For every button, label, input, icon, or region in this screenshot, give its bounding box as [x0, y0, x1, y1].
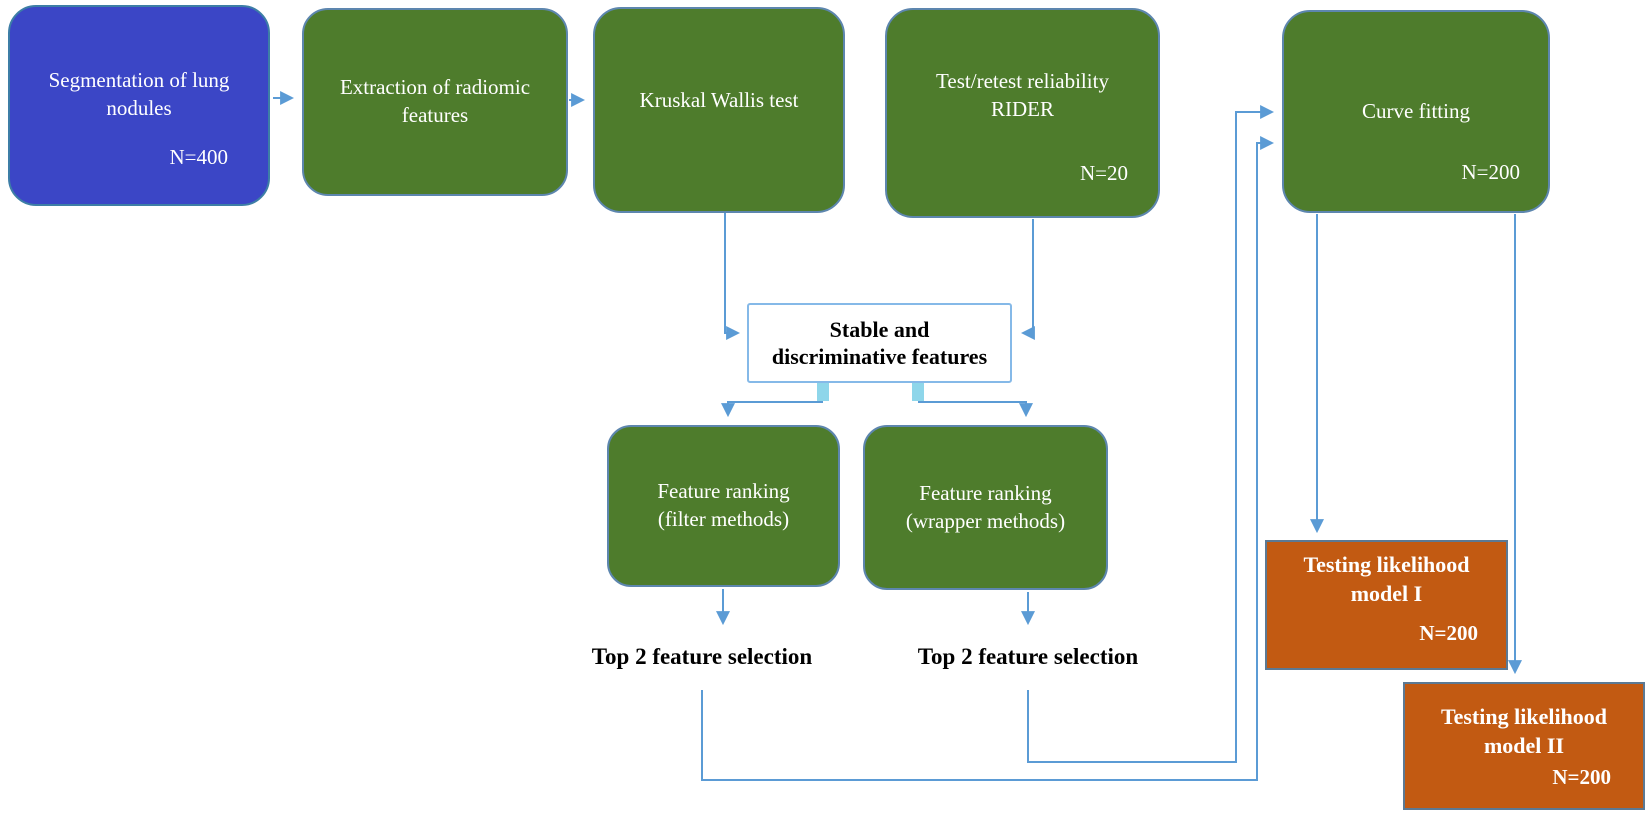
top2-selection-label-right: Top 2 feature selection — [917, 644, 1139, 669]
model1-label: Testing likelihood model I — [1303, 552, 1470, 607]
model1-n-value: N=200 — [1419, 621, 1478, 646]
extraction-label: Extraction of radiomic features — [339, 75, 531, 127]
filter-ranking-label: Feature ranking (filter methods) — [657, 479, 790, 531]
curve-fitting-n-value: N=200 — [1461, 160, 1520, 185]
kruskal-box: Kruskal Wallis test — [593, 7, 845, 213]
wrapper-ranking-label: Feature ranking (wrapper methods) — [905, 480, 1066, 533]
stable-connector-stub-left — [817, 383, 829, 401]
arrow-rider-to-stable — [1020, 219, 1035, 340]
arrow-stable-to-wrapper-ranking — [918, 401, 1033, 418]
model2-label: Testing likelihood model II — [1440, 704, 1608, 759]
model1-box: Testing likelihood model I N=200 — [1265, 540, 1508, 670]
arrow-top2-right-to-curve-fitting — [1027, 105, 1275, 763]
top2-selection-label-left: Top 2 feature selection — [591, 644, 813, 669]
wrapper-ranking-box: Feature ranking (wrapper methods) — [863, 425, 1108, 590]
model2-box: Testing likelihood model II N=200 — [1403, 682, 1645, 810]
stable-connector-stub-right — [912, 383, 924, 401]
extraction-box: Extraction of radiomic features — [302, 8, 568, 196]
rider-box: Test/retest reliability RIDER N=20 — [885, 8, 1160, 218]
segmentation-label: Segmentation of lung nodules — [48, 67, 230, 120]
model2-n-value: N=200 — [1552, 765, 1611, 790]
kruskal-label: Kruskal Wallis test — [639, 88, 799, 113]
rider-label: Test/retest reliability RIDER — [936, 69, 1109, 121]
arrow-stable-to-filter-ranking — [721, 401, 823, 418]
stable-features-label: Stable and discriminative features — [771, 316, 988, 370]
filter-ranking-box: Feature ranking (filter methods) — [607, 425, 840, 587]
segmentation-box: Segmentation of lung nodules N=400 — [8, 5, 270, 206]
segmentation-n-value: N=400 — [169, 145, 228, 170]
curve-fitting-label: Curve fitting — [1362, 98, 1470, 123]
stable-features-box: Stable and discriminative features — [747, 303, 1012, 383]
arrow-kruskal-to-stable — [724, 213, 741, 340]
curve-fitting-box: Curve fitting N=200 — [1282, 10, 1550, 213]
arrow-top2-left-to-curve-fitting — [701, 136, 1275, 781]
rider-n-value: N=20 — [1079, 161, 1128, 186]
